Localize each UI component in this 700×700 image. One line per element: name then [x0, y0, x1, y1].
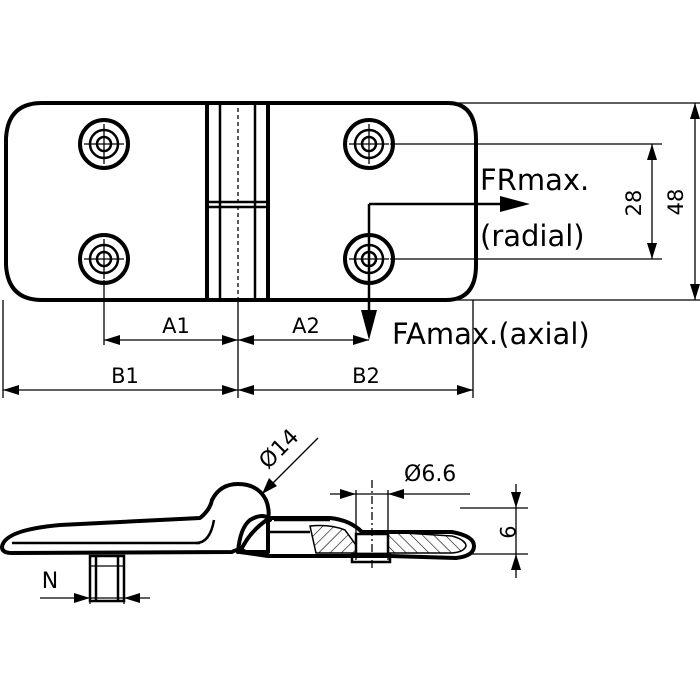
phi-14-label: Ø14	[255, 425, 305, 475]
dimension-n: N	[40, 569, 150, 604]
mounting-hole-top-right	[343, 118, 395, 170]
stud	[88, 554, 126, 603]
a1-label: A1	[162, 314, 190, 338]
mounting-hole-bottom-left	[78, 233, 130, 285]
knuckle-circle	[236, 514, 272, 554]
dimension-48-label: 48	[664, 189, 688, 216]
right-leaf-hatch-1	[309, 524, 357, 554]
a2-label: A2	[292, 314, 320, 338]
phi-6-6-label: Ø6.6	[404, 462, 456, 487]
side-view: Ø6.6 Ø14 9 N	[0, 425, 528, 604]
dimension-9: 9	[460, 484, 528, 578]
right-leaf-hatch-2	[387, 531, 467, 554]
b2-label: B2	[352, 364, 380, 388]
dimension-9-label: 9	[495, 525, 519, 538]
dimension-48: 48	[450, 102, 700, 301]
dimension-28-label: 28	[622, 190, 646, 217]
left-leaf	[0, 482, 271, 555]
top-view: FRmax. (radial) FAmax.(axial) 28 48	[2, 101, 700, 398]
radial-force-arrow	[369, 196, 530, 212]
dimension-b1-b2: B1 B2	[2, 300, 474, 398]
dimension-phi-6-6: Ø6.6	[330, 462, 470, 499]
dimension-28: 28	[390, 143, 662, 260]
hinge-body-outline	[4, 101, 478, 302]
fr-max-label: FRmax.	[480, 163, 589, 197]
radial-label: (radial)	[480, 219, 585, 253]
screw-hole	[350, 480, 392, 570]
right-leaf-outline	[238, 516, 476, 560]
dimension-phi-14: Ø14	[255, 425, 319, 495]
mounting-hole-top-left	[78, 118, 130, 170]
axial-force-arrow	[361, 204, 377, 340]
leaf-inner-curve	[195, 519, 216, 545]
n-label: N	[42, 569, 58, 594]
b1-label: B1	[111, 364, 139, 388]
dimension-a1-a2: A1 A2	[103, 280, 369, 398]
fa-max-label: FAmax.(axial)	[392, 317, 590, 351]
